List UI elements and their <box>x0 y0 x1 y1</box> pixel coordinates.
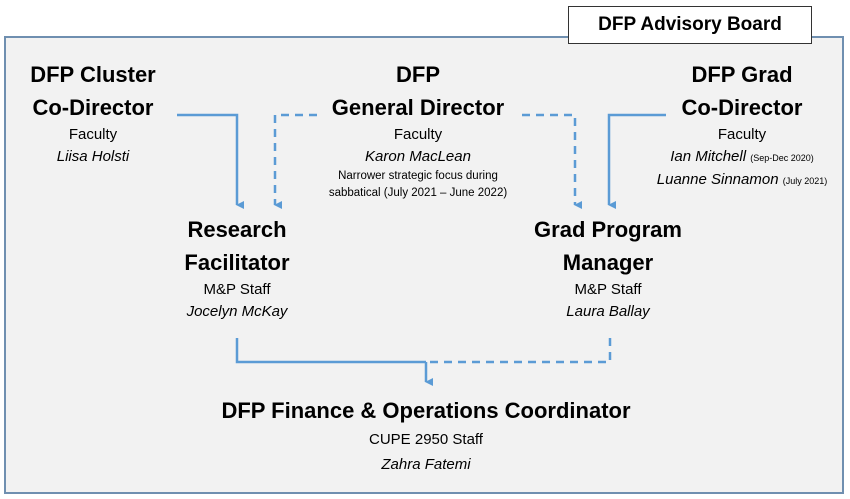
gradprog-name: Laura Ballay <box>566 303 650 320</box>
grad-name-2-note: (July 2021) <box>782 176 828 186</box>
grad-name-1-row: Ian Mitchell (Sep-Dec 2020) <box>630 146 850 169</box>
gradprog-title-line2: Manager <box>562 250 654 275</box>
node-general-director: DFP General Director Faculty Karon MacLe… <box>288 58 548 202</box>
advisory-board-label: DFP Advisory Board <box>568 6 812 44</box>
research-role: M&P Staff <box>203 281 271 298</box>
finance-name: Zahra Fatemi <box>381 456 471 473</box>
general-note-line1: Narrower strategic focus during <box>338 170 498 182</box>
grad-name-1: Ian Mitchell <box>670 148 747 165</box>
link-research-to-finance <box>235 338 426 364</box>
grad-name-2-row: Luanne Sinnamon (July 2021) <box>630 169 850 192</box>
finance-role: CUPE 2950 Staff <box>369 431 483 448</box>
link-cluster-to-research <box>177 113 244 209</box>
general-title-line1: DFP <box>396 62 440 87</box>
grad-name-1-note: (Sep-Dec 2020) <box>750 153 814 163</box>
link-general-to-research <box>273 113 317 209</box>
gradprog-role: M&P Staff <box>574 281 642 298</box>
node-finance-coordinator: DFP Finance & Operations Coordinator CUP… <box>176 394 676 477</box>
link-grad-to-gradprog <box>607 113 666 209</box>
node-grad-program-manager: Grad Program Manager M&P Staff Laura Bal… <box>498 213 718 323</box>
node-cluster-co-director: DFP Cluster Co-Director Faculty Liisa Ho… <box>0 58 186 168</box>
general-note-line2: sabbatical (July 2021 – June 2022) <box>328 187 508 199</box>
cluster-name: Liisa Holsti <box>56 148 130 165</box>
general-title-line2: General Director <box>331 95 505 120</box>
link-gradprog-to-finance <box>426 338 612 364</box>
gradprog-title-line1: Grad Program <box>534 217 682 242</box>
node-grad-co-director: DFP Grad Co-Director Faculty Ian Mitchel… <box>630 58 850 192</box>
grad-title-line2: Co-Director <box>681 95 803 120</box>
research-title-line2: Facilitator <box>184 250 290 275</box>
grad-role: Faculty <box>717 126 767 143</box>
research-name: Jocelyn McKay <box>186 303 288 320</box>
cluster-title-line1: DFP Cluster <box>30 62 156 87</box>
diagram-frame <box>4 36 844 494</box>
cluster-title-line2: Co-Director <box>32 95 154 120</box>
general-name: Karon MacLean <box>365 148 471 165</box>
link-general-to-gradprog <box>522 113 582 209</box>
general-role: Faculty <box>393 126 443 143</box>
grad-name-2: Luanne Sinnamon <box>656 171 779 188</box>
node-research-facilitator: Research Facilitator M&P Staff Jocelyn M… <box>137 213 337 323</box>
cluster-role: Faculty <box>68 126 118 143</box>
finance-title: DFP Finance & Operations Coordinator <box>221 398 631 423</box>
grad-title-line1: DFP Grad <box>691 62 793 87</box>
research-title-line1: Research <box>187 217 287 242</box>
